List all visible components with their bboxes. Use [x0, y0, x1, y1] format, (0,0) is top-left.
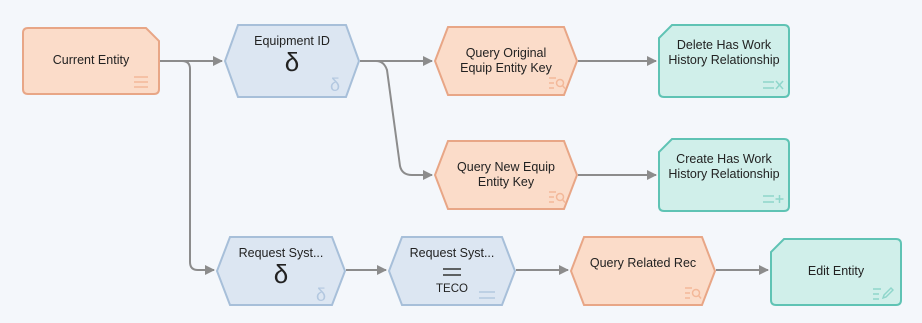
condition-value: TECO	[436, 283, 468, 295]
node-shape	[223, 24, 361, 98]
node-label: Request Syst...	[409, 246, 495, 260]
node-request-syst-1[interactable]: Request Syst... δ δ	[215, 236, 347, 306]
node-query-related-rec[interactable]: Query Related Rec	[569, 236, 717, 306]
node-query-new-equip-entity-key[interactable]: Query New Equip Entity Key	[433, 140, 579, 210]
node-shape	[658, 138, 790, 212]
equals-icon	[479, 291, 495, 299]
node-query-original-equip-entity-key[interactable]: Query Original Equip Entity Key	[433, 26, 579, 96]
edit-entity-icon	[873, 286, 894, 300]
node-label: Request Syst...	[238, 246, 324, 260]
connector-current-to-request-1	[160, 60, 215, 275]
node-label: Query New Equip Entity Key	[457, 160, 555, 189]
node-create-has-work-history-relationship[interactable]: Create Has Work History Relationship	[658, 138, 790, 212]
node-delete-has-work-history-relationship[interactable]: Delete Has Work History Relationship	[658, 24, 790, 98]
delta-symbol: δ	[273, 259, 289, 289]
query-icon	[549, 77, 566, 89]
node-label: Query Original Equip Entity Key	[460, 46, 552, 75]
delta-icon: δ	[315, 285, 326, 305]
node-label: Delete Has Work History Relationship	[668, 38, 780, 67]
equals-symbol	[443, 268, 461, 276]
node-equipment-id[interactable]: Equipment ID δ δ	[223, 24, 361, 98]
node-shape	[770, 238, 902, 306]
delta-icon: δ	[329, 75, 340, 95]
node-current-entity[interactable]: Current Entity	[22, 27, 160, 95]
node-label: Create Has Work History Relationship	[668, 152, 780, 181]
node-shape	[433, 26, 579, 96]
node-edit-entity[interactable]: Edit Entity	[770, 238, 902, 306]
node-shape	[22, 27, 160, 95]
node-label: Equipment ID	[254, 34, 330, 48]
connector-equipment-to-query-new	[360, 60, 433, 180]
node-request-syst-2[interactable]: Request Syst... TECO	[387, 236, 517, 306]
query-icon	[549, 191, 566, 203]
create-relationship-icon	[763, 195, 784, 203]
delta-symbol: δ	[284, 47, 300, 77]
node-label: Current Entity	[52, 53, 130, 67]
node-label: Query Related Rec	[589, 256, 697, 270]
node-shape	[387, 236, 517, 306]
node-shape	[569, 236, 717, 306]
query-icon	[685, 287, 702, 299]
node-shape	[215, 236, 347, 306]
delete-relationship-icon	[763, 80, 784, 90]
node-shape	[433, 140, 579, 210]
node-shape	[658, 24, 790, 98]
list-icon	[134, 76, 148, 88]
node-label: Edit Entity	[807, 264, 865, 278]
